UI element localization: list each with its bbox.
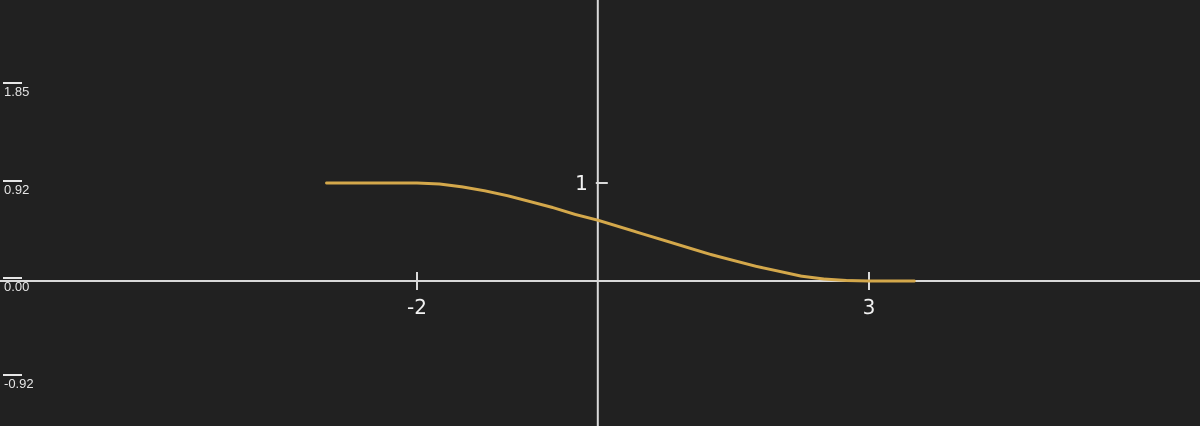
x-tick-label: -2: [407, 295, 427, 319]
axis-ticks: -2 3 1: [407, 171, 875, 319]
series-curve: [325, 181, 916, 283]
left-scale-label: -0.92: [4, 376, 34, 391]
left-scale-label: 0.00: [4, 279, 29, 294]
left-value-scale: 2.77 1.85 0.92 0.00 -0.92: [3, 0, 34, 391]
left-scale-label: 2.77: [4, 0, 29, 2]
left-scale-label: 0.92: [4, 182, 29, 197]
left-scale-label: 1.85: [4, 84, 29, 99]
y-tick-label: 1: [575, 171, 588, 195]
x-tick-label: 3: [863, 295, 876, 319]
